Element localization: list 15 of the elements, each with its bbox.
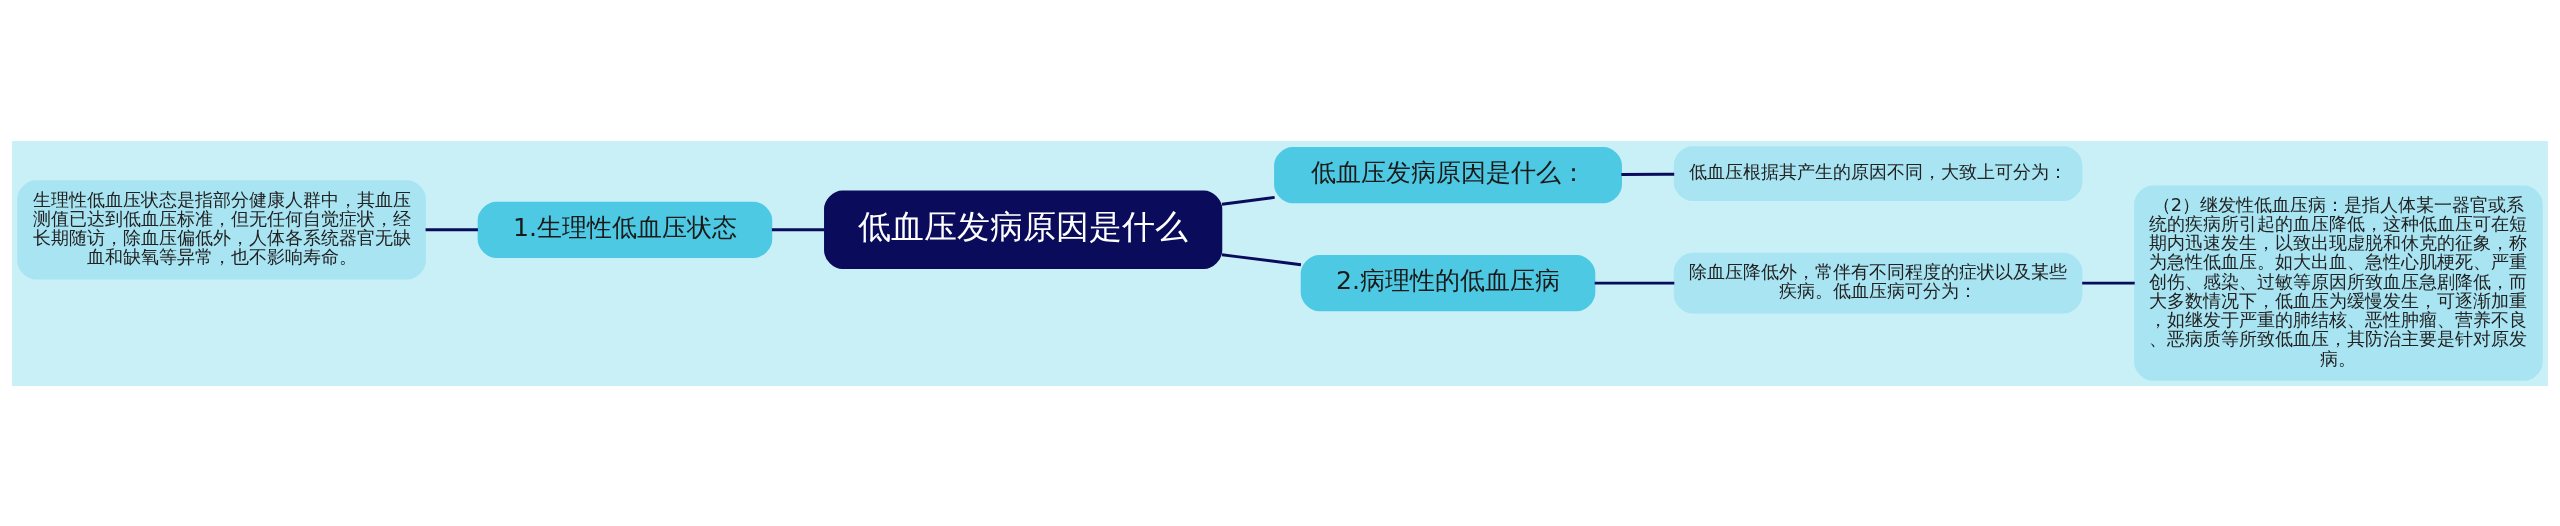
node-box: 1.生理性低血压状态 <box>477 201 773 258</box>
node-box: （2）继发性低血压病：是指人体某一器官或系统的疾病所引起的血压降低，这种低血压可在短期内迅速发生，以致出现虚脱和休克的征象，称为急性低血压。如大出血、急性心肌梗死、严重创伤、感染、过敏等原因所致血压急剧降低，而大多数情况下，低血压为缓慢发生，可逐渐加重，如继发于严重的肺结核、恶性肿瘤、营养不良、恶病质等所致低血压，其防治主要是针对原发病。 <box>2134 184 2543 381</box>
connector <box>425 227 478 231</box>
node-box: 低血压发病原因是什么 <box>824 190 1223 269</box>
node-box: 生理性低血压状态是指部分健康人群中，其血压测值已达到低血压标准，但无任何自觉症状，经长期随访，除血压偏低外，人体各系统器官无缺血和缺氧等异常，也不影响寿命。 <box>17 179 426 279</box>
connector <box>1221 195 1275 206</box>
node-box: 低血压根据其产生的原因不同，大致上可分为： <box>1673 145 2083 201</box>
connector <box>1594 281 1675 285</box>
node-box: 低血压发病原因是什么： <box>1274 146 1622 203</box>
connector <box>2082 281 2135 285</box>
connector <box>1221 252 1302 266</box>
node-box: 2.病理性的低血压病 <box>1300 254 1596 311</box>
connector <box>771 227 825 231</box>
node-box: 除血压降低外，常伴有不同程度的症状以及某些疾病。低血压病可分为： <box>1673 252 2083 313</box>
connector <box>1621 172 1675 176</box>
